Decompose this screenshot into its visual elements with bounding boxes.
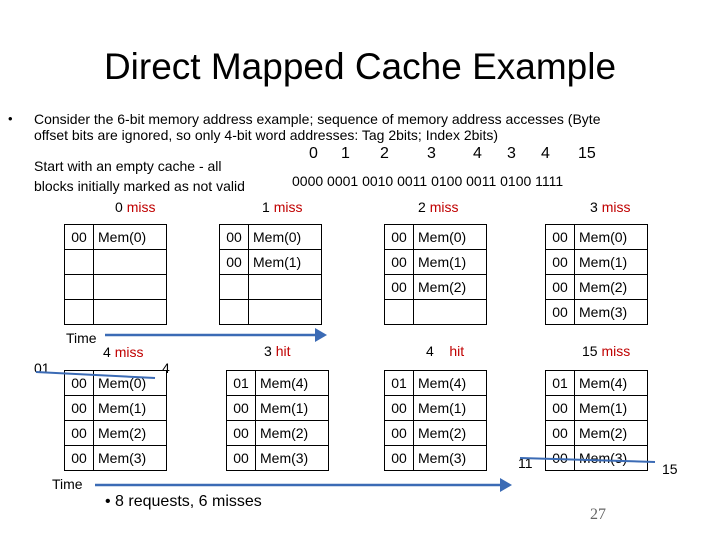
slide-title: Direct Mapped Cache Example — [103, 46, 617, 87]
seq-item: 3 — [507, 145, 516, 162]
time-label-top: Time — [66, 330, 97, 346]
access-label: 0 miss — [115, 199, 156, 215]
time-arrow-bottom-head — [500, 478, 512, 492]
time-label-bottom: Time — [52, 476, 83, 492]
summary-text: • 8 requests, 6 misses — [105, 493, 262, 510]
time-arrow-top-head — [315, 328, 327, 342]
seq-item: 4 — [473, 145, 482, 162]
access-label: 3 miss — [590, 199, 631, 215]
access-label: 4 hit — [426, 343, 465, 359]
intro-text: Consider the 6-bit memory address exampl… — [34, 111, 600, 143]
seq-item: 1 — [341, 145, 350, 162]
access-label: 2 miss — [418, 199, 459, 215]
page-number: 27 — [590, 506, 606, 523]
start-line-2: blocks initially marked as not valid — [34, 178, 245, 194]
address-annotation-4: 4 — [162, 360, 170, 376]
start-note: Start with an empty cache - all blocks i… — [34, 156, 245, 196]
seq-item: 15 — [578, 145, 596, 162]
bullet-mark: • — [8, 111, 13, 126]
access-label: 3 hit — [264, 343, 291, 359]
binary-addresses: 0000 0001 0010 0011 0100 0011 0100 1111 — [292, 173, 564, 189]
start-line-1: Start with an empty cache - all — [34, 158, 222, 174]
access-label: 1 miss — [262, 199, 303, 215]
address-annotation-15: 15 — [662, 461, 678, 477]
replace-line-15 — [519, 457, 656, 463]
access-label: 15 miss — [582, 343, 631, 359]
seq-item: 4 — [541, 145, 550, 162]
seq-item: 2 — [380, 145, 389, 162]
seq-item: 3 — [427, 145, 436, 162]
intro-line-2: offset bits are ignored, so only 4-bit w… — [34, 127, 499, 143]
seq-item: 0 — [309, 145, 318, 162]
access-label: 4 miss — [103, 344, 144, 360]
intro-line-1: Consider the 6-bit memory address exampl… — [34, 111, 601, 127]
replace-line-4 — [35, 371, 156, 379]
